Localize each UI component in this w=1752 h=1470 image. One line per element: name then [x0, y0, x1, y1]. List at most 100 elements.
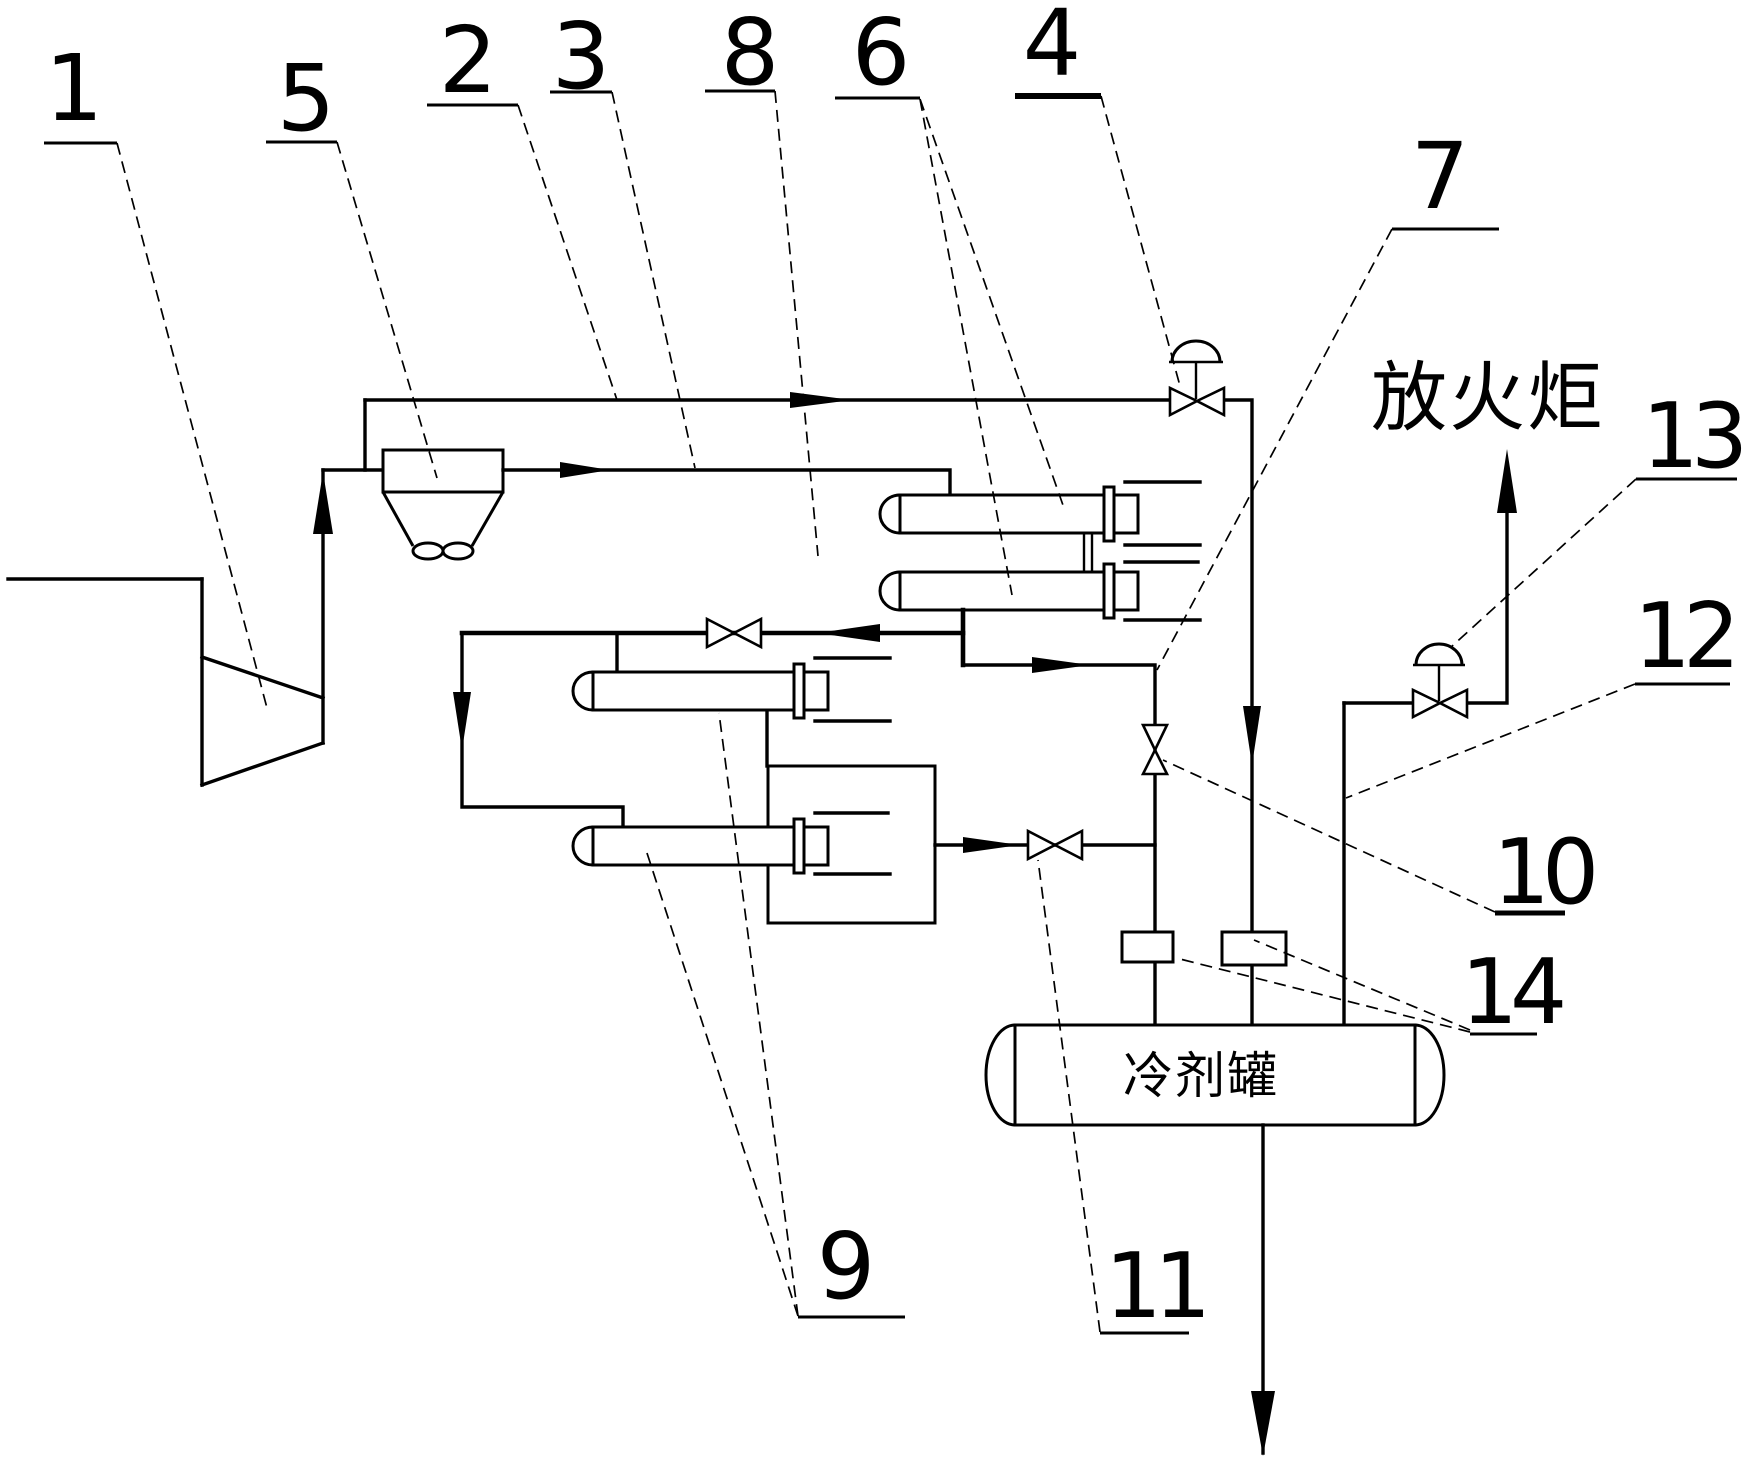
- flow-arrow-right-icon: [1032, 657, 1090, 673]
- separator-drain-left-icon: [411, 541, 445, 561]
- callout-10-leader: [1162, 759, 1496, 913]
- valve-11-right-icon: [1052, 828, 1084, 862]
- callout-12-label: 12: [1634, 584, 1733, 689]
- flow-arrow-right-icon: [790, 392, 852, 408]
- flame-arrestors: [1120, 930, 1288, 967]
- heat-exchanger-lower-right: [878, 560, 1202, 622]
- callout-9-leader-b: [645, 849, 799, 1317]
- valve-body-left-icon: [1168, 385, 1200, 418]
- callout-7-label: 7: [1411, 123, 1470, 230]
- vessel-left-cap: [571, 670, 595, 712]
- valve-actuator-dome-icon: [1170, 339, 1222, 363]
- valve-body-left-icon: [1411, 687, 1443, 720]
- step-feed-pipe: [460, 631, 625, 829]
- valve-bottom-icon: [1140, 747, 1170, 776]
- callout-9-label: 9: [817, 1213, 876, 1320]
- separator-cone-left: [381, 491, 415, 547]
- vessel-left-cap: [878, 570, 902, 612]
- vessel-body: [591, 825, 799, 867]
- line-to-tank: [961, 663, 1157, 1027]
- callout-10-label: 10: [1493, 820, 1594, 925]
- separator-cone-right: [470, 491, 505, 547]
- flow-arrow-right-icon: [963, 837, 1020, 853]
- callout-13-label: 13: [1642, 384, 1742, 489]
- flow-arrow-up-icon: [313, 472, 333, 534]
- tank-label: 冷剂罐: [1123, 1047, 1279, 1105]
- flare-label: 放火炬: [1371, 353, 1605, 442]
- shell-enclosure: [765, 708, 937, 925]
- refrigerant-tank: 冷剂罐: [984, 1023, 1446, 1456]
- separator-outlet-line: [501, 462, 952, 497]
- vessel-end-cap: [1112, 493, 1140, 535]
- callout-6-leader-a: [919, 98, 1013, 596]
- valve-actuator-dome-icon: [1414, 642, 1464, 666]
- callout-1-label: 1: [45, 35, 104, 142]
- valve-11-left-icon: [1026, 828, 1058, 862]
- separator-unit: [321, 398, 505, 561]
- callout-7-leader: [1156, 228, 1393, 671]
- callout-2-label: 2: [439, 7, 498, 114]
- control-valve-13: [1411, 642, 1469, 720]
- vessel-body: [591, 670, 799, 712]
- flare-line: 放火炬: [1342, 353, 1605, 1027]
- callout-14-leader-b: [1253, 939, 1471, 1031]
- callout-14-label: 14: [1461, 940, 1563, 1045]
- callout-1-leader: [116, 142, 268, 709]
- callout-5-label: 5: [277, 45, 336, 152]
- callout-2-leader: [517, 104, 618, 401]
- callout-3-leader: [611, 91, 696, 469]
- tank-body: [1013, 1023, 1417, 1127]
- bypass-downcomer: [1222, 398, 1254, 1027]
- callout-leaders: [116, 90, 1637, 1333]
- diffuser-top-slant: [199, 654, 326, 701]
- exchanger-outlet-tee: [960, 607, 1157, 1027]
- heat-exchanger-upper-right: [878, 480, 1202, 547]
- callout-11-label: 11: [1105, 1234, 1204, 1339]
- valve13-outlet-riser: [1463, 510, 1509, 705]
- callout-6-leader-b: [919, 98, 1065, 509]
- gate-valve-right-icon: [731, 616, 763, 650]
- separator-drain-right-icon: [441, 541, 475, 561]
- gate-valve-left-icon: [705, 616, 737, 650]
- box-outlet-line: [933, 828, 1157, 862]
- callout-13-leader: [1449, 478, 1637, 649]
- separator-body: [381, 448, 505, 494]
- callout-8-label: 8: [721, 0, 780, 106]
- flow-arrow-right-icon: [560, 462, 610, 478]
- outlet-pipe: [501, 468, 952, 497]
- tank-left-head: [984, 1023, 1016, 1127]
- valve-body-right-icon: [1194, 385, 1226, 418]
- callout-numbers: 1 5 2 3 8 6 4 7 13 12 10 14 9 11: [45, 0, 1750, 1339]
- callout-9-leader-a: [718, 712, 799, 1317]
- flow-arrow-down-icon: [1243, 706, 1261, 765]
- valve-body-right-icon: [1437, 687, 1469, 720]
- callout-11-leader: [1037, 859, 1101, 1333]
- callout-5-leader: [336, 141, 438, 479]
- vessel-end-cap: [1112, 570, 1140, 612]
- top-bypass-line: [363, 392, 1261, 1027]
- feed-inlet-diffuser: [6, 468, 333, 788]
- flow-arrow-down-icon: [1251, 1391, 1275, 1456]
- vessel-body: [898, 493, 1106, 535]
- flow-arrow-up-icon: [1497, 449, 1517, 513]
- valve-10: [1140, 723, 1170, 776]
- vessel-end-cap: [802, 825, 830, 867]
- vessel-left-cap: [878, 493, 902, 535]
- tank-right-head: [1414, 1023, 1446, 1127]
- vessel-body: [898, 570, 1106, 612]
- flow-arrow-left-icon: [817, 624, 880, 642]
- callout-4-label: 4: [1023, 0, 1082, 97]
- callout-8-leader: [774, 90, 819, 557]
- valve-top-icon: [1140, 723, 1170, 754]
- callout-6-label: 6: [852, 0, 911, 106]
- diffuser-bottom-slant: [199, 740, 326, 788]
- vessel-end-cap: [802, 670, 830, 712]
- callout-underlines: [44, 89, 1737, 1335]
- callout-4-leader: [1100, 95, 1181, 387]
- callout-14-leader-a: [1175, 957, 1471, 1033]
- heat-exchanger-upper-left: [571, 656, 892, 723]
- left-exchanger-circuit: [453, 616, 966, 829]
- vessel-left-cap: [571, 825, 595, 867]
